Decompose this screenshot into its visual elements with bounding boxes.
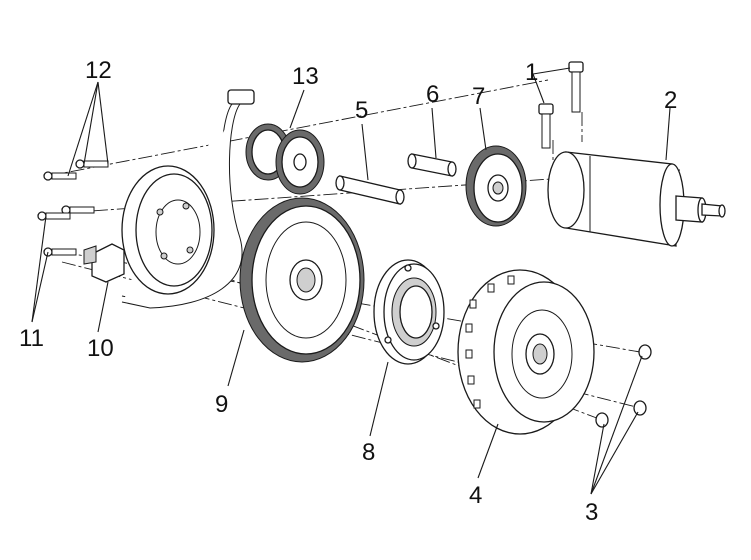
large-gear bbox=[239, 197, 365, 363]
shaft bbox=[335, 175, 405, 205]
axis-upper bbox=[47, 79, 549, 177]
bolt-head-1 bbox=[568, 61, 584, 73]
harness-connector bbox=[227, 89, 255, 105]
callout-7: 7 bbox=[472, 83, 485, 110]
screw-11b bbox=[43, 247, 77, 257]
bolt-shank-1 bbox=[571, 71, 581, 113]
callout-1: 1 bbox=[525, 59, 538, 86]
pickup-sensor bbox=[91, 243, 125, 283]
callout-4: 4 bbox=[469, 482, 482, 509]
rotor-screws bbox=[595, 344, 652, 428]
bolt-head-2 bbox=[538, 103, 554, 115]
callout-9: 9 bbox=[215, 391, 228, 418]
clutch-bearing bbox=[373, 259, 445, 365]
callout-5: 5 bbox=[355, 97, 368, 124]
screw-3a bbox=[638, 344, 652, 360]
flywheel-rotor bbox=[457, 269, 595, 435]
callout-labels: 1 2 3 4 5 6 7 8 9 10 11 12 13 bbox=[19, 57, 677, 526]
callout-8: 8 bbox=[362, 439, 375, 466]
callout-6: 6 bbox=[426, 81, 439, 108]
double-gear bbox=[245, 123, 325, 195]
starter-motor bbox=[547, 151, 726, 247]
screw-3b bbox=[633, 400, 647, 416]
callout-3: 3 bbox=[585, 499, 598, 526]
screw-12a bbox=[75, 159, 109, 169]
screw-3c bbox=[595, 412, 609, 428]
callout-10: 10 bbox=[87, 335, 114, 362]
mounting-bolts bbox=[538, 61, 584, 149]
small-gear bbox=[465, 145, 527, 227]
screw-12b bbox=[43, 171, 77, 181]
screw-11a bbox=[37, 211, 71, 221]
callout-2: 2 bbox=[664, 87, 677, 114]
callout-11: 11 bbox=[19, 325, 44, 352]
leader-lines bbox=[31, 67, 671, 495]
callout-13: 13 bbox=[292, 63, 319, 90]
stator-assembly bbox=[83, 89, 255, 309]
bolt-shank-2 bbox=[541, 113, 551, 149]
pin bbox=[407, 153, 457, 177]
stator-screws bbox=[37, 159, 109, 257]
callout-12: 12 bbox=[85, 57, 112, 84]
